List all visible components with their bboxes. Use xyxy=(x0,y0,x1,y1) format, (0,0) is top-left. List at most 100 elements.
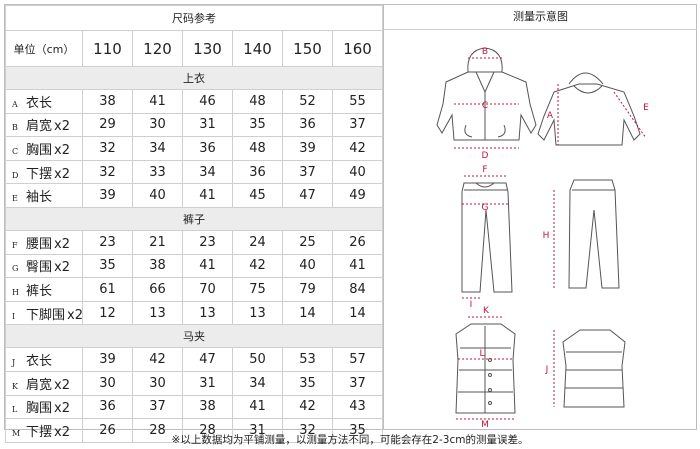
measure-lines xyxy=(454,57,647,420)
measurement-name: 袖长 xyxy=(26,190,53,206)
measure-label-g: G xyxy=(482,203,489,213)
table-cell: 26 xyxy=(331,229,384,255)
measurement-code: L xyxy=(12,405,18,415)
measurement-code: G xyxy=(12,264,19,274)
table-cell: 38 xyxy=(182,394,233,420)
measure-label-d: D xyxy=(482,151,489,161)
size-table-title: 尺码参考 xyxy=(4,5,384,31)
measurement-name: 裤长 xyxy=(26,283,53,299)
table-cell: 34 xyxy=(132,136,183,161)
table-cell: 36 xyxy=(82,394,133,420)
measurement-code: K xyxy=(12,381,18,391)
table-cell: 14 xyxy=(331,300,384,326)
table-cell: 21 xyxy=(132,229,183,255)
measurement-name: 臀围 xyxy=(26,260,53,276)
measurement-name: 衣长 xyxy=(26,354,53,370)
table-cell: 23 xyxy=(82,229,133,255)
measurement-name: 胸围 xyxy=(26,401,53,417)
measurement-multiplier: x2 xyxy=(54,142,70,158)
table-cell: 47 xyxy=(282,183,333,208)
table-cell: 61 xyxy=(82,277,133,302)
size-header: 130 xyxy=(182,30,233,67)
table-cell: 49 xyxy=(331,183,384,208)
table-cell: 42 xyxy=(331,136,384,161)
measurement-name: 衣长 xyxy=(26,95,53,111)
table-cell: 84 xyxy=(331,277,384,302)
measurement-multiplier: x2 xyxy=(54,401,70,417)
table-cell: 25 xyxy=(282,229,333,255)
measurement-code: I xyxy=(12,311,16,321)
section-header: 裤子 xyxy=(4,206,384,231)
measurement-diagram: B C D A E F G H I K L M J xyxy=(436,47,649,429)
measurement-code: D xyxy=(12,170,19,180)
table-cell: 37 xyxy=(331,370,384,396)
table-cell: 33 xyxy=(132,159,183,185)
table-cell: 36 xyxy=(282,112,333,138)
table-cell: 66 xyxy=(132,277,183,302)
table-cell: 50 xyxy=(232,347,283,372)
table-cell: 23 xyxy=(182,229,233,255)
measurement-multiplier: x2 xyxy=(54,166,70,182)
table-cell: 30 xyxy=(132,112,183,138)
table-cell: 31 xyxy=(182,370,233,396)
table-cell: 12 xyxy=(82,300,133,326)
table-cell: 39 xyxy=(82,347,133,372)
table-cell: 42 xyxy=(232,253,283,279)
table-cell: 41 xyxy=(232,394,283,420)
vest-back-sketch xyxy=(562,329,626,408)
hoodie-back-sketch xyxy=(537,72,641,146)
measurement-name: 下摆 xyxy=(26,166,53,182)
measurement-code: F xyxy=(12,240,18,250)
table-cell: 32 xyxy=(82,159,133,185)
table-cell: 40 xyxy=(282,253,333,279)
unit-label: 单位（cm） xyxy=(5,30,83,67)
measurement-name: 肩宽 xyxy=(26,119,53,135)
measurement-code: A xyxy=(12,99,18,109)
pants-front-sketch xyxy=(461,182,513,293)
size-header: 140 xyxy=(232,30,283,67)
measurement-multiplier: x2 xyxy=(54,236,70,252)
measurement-code: J xyxy=(12,358,16,368)
table-cell: 52 xyxy=(282,89,333,114)
table-cell: 35 xyxy=(282,370,333,396)
measure-label-e: E xyxy=(643,103,649,113)
table-cell: 36 xyxy=(182,136,233,161)
measurement-multiplier: x2 xyxy=(54,119,70,135)
table-cell: 47 xyxy=(182,347,233,372)
measure-label-l: L xyxy=(479,349,484,359)
table-cell: 38 xyxy=(132,253,183,279)
measurement-code: C xyxy=(12,146,19,156)
measurement-code: M xyxy=(12,428,21,438)
measure-label-c: C xyxy=(482,101,488,111)
table-cell: 26 xyxy=(82,418,133,443)
measurement-name: 胸围 xyxy=(26,142,53,158)
table-cell: 24 xyxy=(232,229,283,255)
measure-label-a: A xyxy=(547,111,554,121)
measurement-label: J 衣长 xyxy=(5,347,83,372)
table-cell: 34 xyxy=(182,159,233,185)
measure-label-f: F xyxy=(482,165,487,175)
measurement-multiplier: x2 xyxy=(54,377,70,393)
table-cell: 48 xyxy=(232,136,283,161)
table-cell: 70 xyxy=(182,277,233,302)
table-cell: 41 xyxy=(182,253,233,279)
table-cell: 53 xyxy=(282,347,333,372)
table-cell: 13 xyxy=(232,300,283,326)
table-cell: 28 xyxy=(182,418,233,443)
table-cell: 41 xyxy=(331,253,384,279)
table-cell: 41 xyxy=(132,89,183,114)
